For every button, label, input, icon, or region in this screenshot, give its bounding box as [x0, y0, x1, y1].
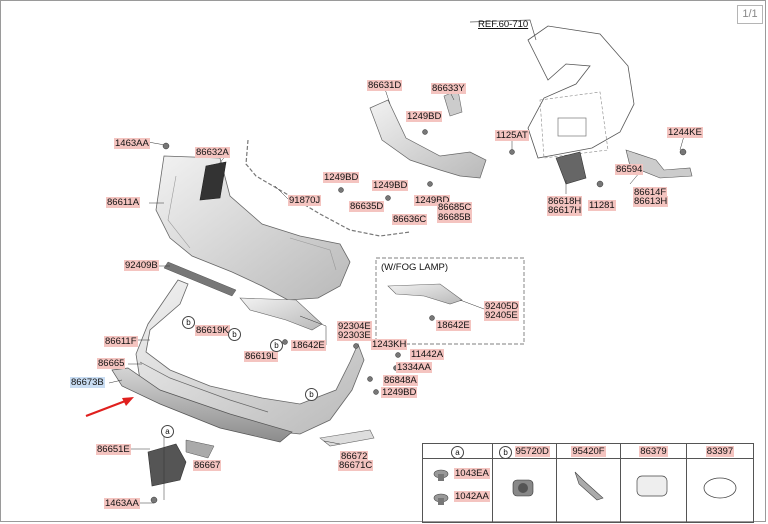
part-label: 86636C — [392, 214, 428, 225]
part-label: 1249BD — [406, 111, 443, 122]
part-label: 11442A — [410, 349, 445, 360]
fog-lamp-note: (W/FOG LAMP) — [381, 262, 449, 273]
ring-icon — [703, 477, 737, 499]
part-label: 86633Y — [431, 83, 466, 94]
part-label: 86594 — [615, 164, 644, 175]
part-label: 1243KH — [371, 339, 408, 350]
part-label: 86619L — [244, 351, 278, 362]
part-label: 86665 — [97, 358, 126, 369]
legend-head: b 95720D — [493, 444, 556, 459]
callout-b: b — [228, 328, 241, 341]
legend-head: 95420F — [557, 444, 620, 459]
part-label: 86613H — [633, 196, 669, 207]
part-label: 86611A — [106, 197, 141, 208]
body-reference-outline — [527, 25, 635, 159]
callout-b: b — [305, 388, 318, 401]
part-label: 1334AA — [396, 362, 432, 373]
parts-legend-table: a 1043EA 1042AA b 95720D 95420F 86379 — [422, 443, 754, 523]
legend-head: a — [423, 444, 492, 459]
legend-col-b: b 95720D — [493, 444, 557, 522]
part-label: 86685B — [437, 212, 472, 223]
sensor-icon — [512, 479, 534, 497]
part-label: 92405E — [484, 310, 519, 321]
clip-icon — [433, 469, 449, 505]
part-label: 91870J — [288, 195, 322, 206]
callout-b: b — [182, 316, 195, 329]
ref-label: REF.60-710 — [478, 19, 529, 30]
legend-part-label: 1042AA — [454, 491, 490, 502]
callout-b: b — [270, 339, 283, 352]
part-label: 1244KE — [667, 127, 703, 138]
part-label: 86848A — [383, 375, 418, 386]
pad-icon — [636, 475, 668, 497]
part-label: 86631D — [367, 80, 403, 91]
fog-lamp-group-box — [375, 257, 525, 345]
part-label: 86619K — [195, 325, 230, 336]
part-label: 92405D — [484, 301, 520, 312]
legend-part-label: 1043EA — [454, 468, 490, 479]
legend-col-e: 83397 — [687, 444, 753, 522]
part-label: 1463AA — [104, 498, 140, 509]
rear-bumper-cover — [155, 155, 351, 301]
part-label: 1125AT — [495, 130, 529, 141]
part-label: 92303E — [337, 330, 372, 341]
part-label: 1249BD — [323, 172, 360, 183]
diffuser-skid-plate — [111, 367, 293, 443]
part-label: 86614F — [633, 187, 668, 198]
part-label: 86617H — [547, 205, 583, 216]
part-label: 86667 — [193, 460, 222, 471]
page-indicator: 1/1 — [737, 5, 763, 24]
legend-head: 83397 — [687, 444, 753, 459]
part-label: 1249BD — [414, 195, 451, 206]
part-label: 86618H — [547, 196, 583, 207]
part-label: 86632A — [195, 147, 230, 158]
legend-head: 86379 — [621, 444, 686, 459]
part-label-highlighted: 86673B — [70, 377, 105, 388]
upper-mounting-bracket — [369, 99, 487, 179]
part-label: 92304E — [337, 321, 372, 332]
callout-a: a — [161, 425, 174, 438]
part-label: 86672 — [340, 451, 369, 462]
part-label: 92409B — [124, 260, 159, 271]
part-label: 18642E — [291, 340, 326, 351]
part-label: 18642E — [436, 320, 471, 331]
legend-col-d: 86379 — [621, 444, 687, 522]
highlight-arrow — [85, 398, 129, 418]
part-label: 1249BD — [381, 387, 418, 398]
part-label: 86685C — [437, 202, 473, 213]
part-label: 86671C — [338, 460, 374, 471]
part-label: 1463AA — [114, 138, 150, 149]
legend-col-a: a 1043EA 1042AA — [423, 444, 493, 522]
part-label: 1249BD — [372, 180, 409, 191]
wire-bracket-icon — [574, 471, 604, 501]
part-label: 11281 — [588, 200, 616, 211]
part-label: 86635D — [349, 201, 385, 212]
part-label: 86651E — [96, 444, 131, 455]
legend-col-c: 95420F — [557, 444, 621, 522]
part-label: 86611F — [104, 336, 138, 347]
